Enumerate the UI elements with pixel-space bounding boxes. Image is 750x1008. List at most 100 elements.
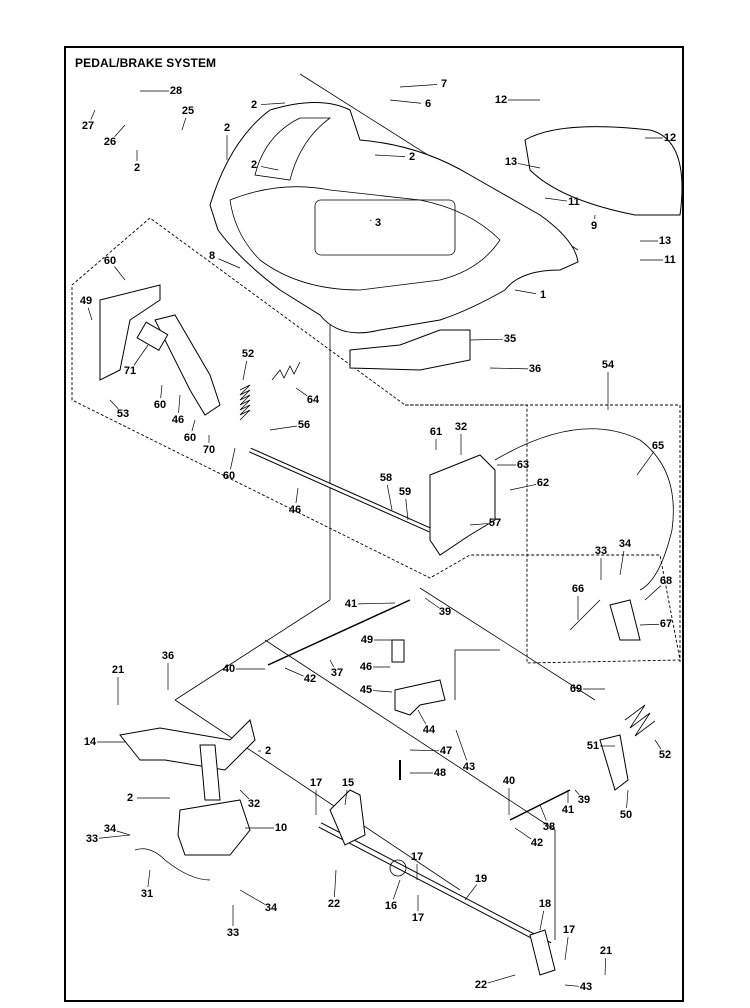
callout-label: 59: [399, 486, 411, 498]
section-line-c: [174, 599, 331, 701]
callout-label: 2: [127, 792, 133, 804]
callout-leader-71: [133, 344, 149, 366]
callout-leader-67: [639, 623, 660, 626]
callout-leader-8: [218, 258, 241, 269]
callout-label: 61: [430, 426, 442, 438]
callout-leader-60: [114, 266, 126, 281]
callout-leader-3: [369, 219, 372, 221]
callout-leader-44: [417, 709, 426, 725]
footplate: [524, 126, 683, 216]
callout-label: 63: [517, 459, 529, 471]
callout-label: 14: [84, 736, 97, 748]
callout-label: 33: [86, 833, 98, 845]
callout-label: 7: [441, 78, 447, 90]
callout-leader-22: [487, 974, 516, 984]
callout-label: 18: [539, 898, 551, 910]
callout-label: 11: [664, 254, 676, 266]
callout-leader-39: [424, 597, 440, 609]
callout-label: 1: [540, 289, 546, 301]
callout-label: 60: [223, 470, 235, 482]
bracket-44: [394, 679, 446, 716]
callout-leader-33: [98, 834, 131, 839]
callout-label: 12: [664, 132, 676, 144]
callout-label: 17: [411, 851, 423, 863]
brake-pedal-70: [154, 314, 221, 416]
callout-leader-26: [114, 124, 126, 137]
cable-group-outline: [405, 404, 681, 662]
spring-52: [239, 384, 251, 421]
arm-18: [529, 929, 556, 976]
callout-leader-43: [564, 984, 580, 987]
pedal-shaft-inner: [249, 448, 431, 532]
callout-label: 32: [248, 798, 260, 810]
callout-leader-16: [392, 879, 401, 900]
callout-leader-58: [386, 484, 393, 511]
callout-leader-49: [87, 307, 93, 321]
callout-leader-62: [509, 484, 537, 491]
arm-32: [199, 744, 221, 801]
callout-label: 2: [251, 159, 257, 171]
callout-leader-34: [619, 550, 625, 576]
section-line-d: [174, 699, 461, 891]
callout-label: 9: [591, 220, 597, 232]
callout-label: 57: [489, 517, 501, 529]
callout-leader-60: [160, 384, 163, 399]
callout-leader-59: [405, 498, 409, 521]
callout-label: 8: [209, 250, 215, 262]
callout-label: 40: [503, 775, 515, 787]
cable-end-66: [569, 599, 601, 631]
callout-label: 34: [619, 538, 632, 550]
callout-label: 56: [298, 419, 310, 431]
callout-label: 34: [104, 823, 117, 835]
callout-label: 6: [425, 98, 431, 110]
callout-label: 2: [134, 162, 140, 174]
callout-leader-42: [514, 827, 532, 840]
callout-label: 15: [342, 777, 354, 789]
spring-52-right: [624, 704, 656, 737]
callout-label: 38: [543, 821, 555, 833]
callout-label: 43: [580, 981, 592, 993]
callout-leader-19: [464, 884, 478, 901]
callout-label: 2: [265, 745, 271, 757]
section-line-e: [419, 587, 596, 701]
diagram-frame: [64, 46, 684, 1002]
callout-label: 10: [275, 822, 287, 834]
callout-label: 17: [412, 912, 424, 924]
callout-label: 50: [620, 809, 632, 821]
callout-leader-57: [469, 523, 489, 526]
callout-label: 34: [265, 902, 278, 914]
callout-label: 26: [104, 136, 116, 148]
spring-64: [271, 361, 301, 381]
pedal-pad-71: [136, 321, 169, 351]
callout-label: 45: [360, 684, 372, 696]
callout-leader-39: [574, 789, 580, 796]
side-plate-53: [99, 284, 161, 381]
callout-label: 22: [328, 898, 340, 910]
callout-leader-45: [372, 690, 393, 693]
bracket-51: [599, 734, 629, 791]
callout-label: 2: [409, 151, 415, 163]
callout-label: 53: [117, 408, 129, 420]
callout-label: 39: [578, 794, 590, 806]
callout-label: 60: [104, 255, 116, 267]
callout-leader-52: [654, 739, 662, 750]
callout-label: 60: [154, 399, 166, 411]
callout-leader-25: [181, 117, 187, 131]
callout-label: 52: [242, 348, 254, 360]
callout-leader-13: [517, 163, 541, 169]
callout-label: 42: [304, 673, 316, 685]
callout-label: 42: [531, 837, 543, 849]
callout-label: 27: [82, 120, 94, 132]
callout-label: 62: [537, 477, 549, 489]
callout-leader-56: [269, 425, 298, 431]
callout-leader-60: [230, 447, 236, 470]
callout-label: 33: [595, 545, 607, 557]
callout-label: 64: [307, 394, 320, 406]
callout-label: 54: [602, 359, 615, 371]
callout-label: 46: [289, 504, 301, 516]
callout-label: 21: [600, 945, 612, 957]
bushing-46: [391, 639, 405, 663]
callout-leader-64: [295, 387, 308, 397]
callout-label: 32: [455, 421, 467, 433]
